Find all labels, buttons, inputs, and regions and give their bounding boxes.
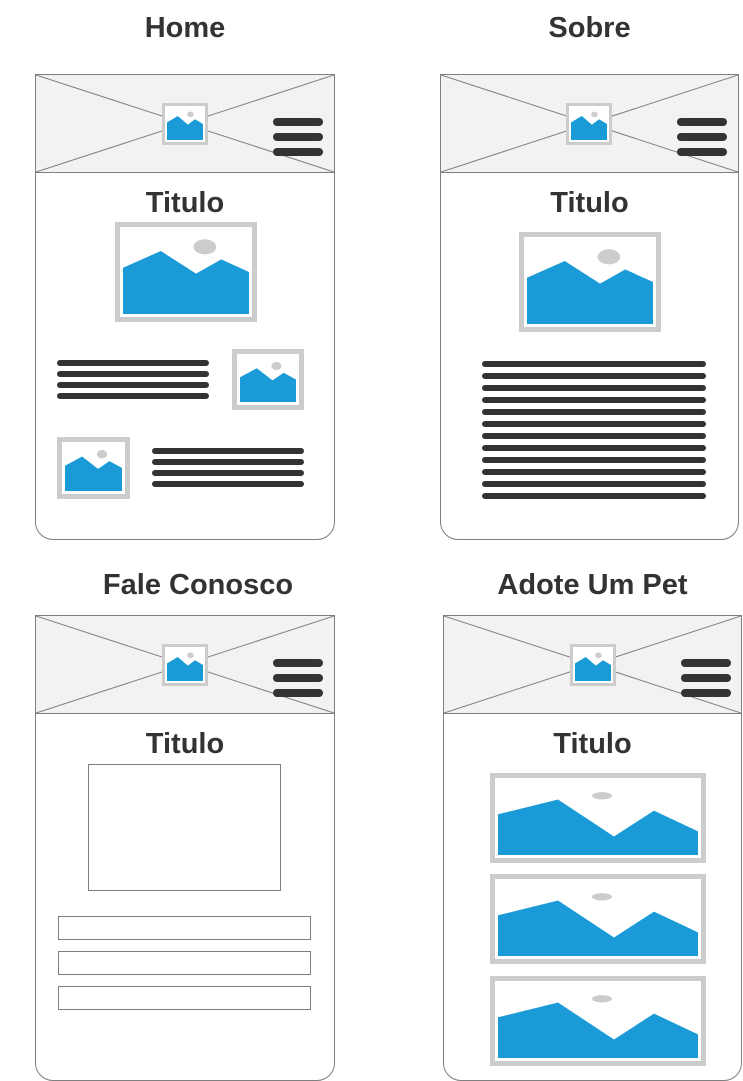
pet-image-icon[interactable] bbox=[490, 773, 706, 863]
message-textarea[interactable] bbox=[88, 764, 281, 891]
hero-image-icon bbox=[115, 222, 257, 322]
hamburger-menu-icon[interactable] bbox=[677, 118, 727, 158]
form-input-field[interactable] bbox=[58, 986, 311, 1010]
page-label-adote-um-pet: Adote Um Pet bbox=[497, 569, 688, 601]
logo-image-icon bbox=[162, 644, 208, 686]
header-bar bbox=[36, 75, 334, 173]
hero-image-icon bbox=[519, 232, 661, 332]
thumbnail-image-icon bbox=[232, 349, 304, 410]
logo-image-icon bbox=[162, 103, 208, 145]
header-bar bbox=[36, 616, 334, 714]
pet-image-icon[interactable] bbox=[490, 976, 706, 1066]
text-block bbox=[57, 360, 209, 402]
wireframe-sobre: Titulo bbox=[440, 74, 739, 540]
page-title: Titulo bbox=[550, 187, 629, 219]
logo-image-icon bbox=[566, 103, 612, 145]
form-input-field[interactable] bbox=[58, 951, 311, 975]
page-label-sobre: Sobre bbox=[548, 12, 631, 44]
header-bar bbox=[441, 75, 738, 173]
hamburger-menu-icon[interactable] bbox=[273, 118, 323, 158]
page-title: Titulo bbox=[553, 728, 632, 760]
hamburger-menu-icon[interactable] bbox=[681, 659, 731, 699]
thumbnail-image-icon bbox=[57, 437, 130, 499]
pet-image-icon[interactable] bbox=[490, 874, 706, 964]
wireframe-home: Titulo bbox=[35, 74, 335, 540]
text-block bbox=[482, 361, 706, 501]
page-label-fale-conosco: Fale Conosco bbox=[102, 569, 294, 601]
wireframe-fale-conosco: Titulo bbox=[35, 615, 335, 1081]
page-title: Titulo bbox=[145, 187, 225, 219]
logo-image-icon bbox=[570, 644, 616, 686]
text-block bbox=[152, 448, 304, 490]
hamburger-menu-icon[interactable] bbox=[273, 659, 323, 699]
page-title: Titulo bbox=[145, 728, 225, 760]
header-bar bbox=[444, 616, 741, 714]
wireframe-adote-um-pet: Titulo bbox=[443, 615, 742, 1081]
form-input-field[interactable] bbox=[58, 916, 311, 940]
page-label-home: Home bbox=[144, 12, 226, 44]
